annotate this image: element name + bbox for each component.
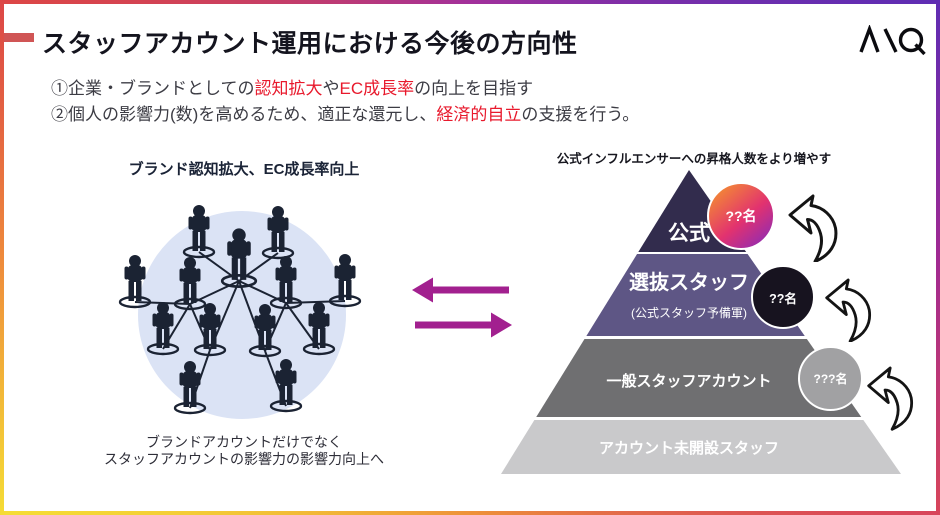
network-caption-line-1: ブランドアカウントだけでなく xyxy=(146,434,342,450)
promotion-arrow-icon-1 xyxy=(788,194,838,262)
intro-line-1: ①企業・ブランドとしての認知拡大やEC成長率の向上を目指す xyxy=(51,76,691,102)
network-caption: ブランドアカウントだけでなく スタッフアカウントの影響力の影響力向上へ xyxy=(59,434,429,468)
staff-network-diagram xyxy=(118,203,362,419)
intro-1-highlight-1: 認知拡大 xyxy=(254,79,323,98)
network-caption-line-2: スタッフアカウントの影響力の影響力向上へ xyxy=(104,451,384,467)
page-title: スタッフアカウント運用における今後の方向性 xyxy=(42,30,578,58)
aiq-logo-icon xyxy=(859,25,926,56)
badge-general-staff-count: ???名 xyxy=(798,346,863,411)
pyramid-sublabel-selected-staff: (公式スタッフ予備軍) xyxy=(631,306,747,320)
promotion-arrow-icon-2 xyxy=(825,278,872,342)
badge-selected-staff-count: ??名 xyxy=(751,265,815,329)
promotion-arrow-icon-3 xyxy=(867,366,914,431)
intro-line-2: ②個人の影響力(数)を高めるため、適正な還元し、経済的自立の支援を行う。 xyxy=(51,102,691,128)
network-title: ブランド認知拡大、EC成長率向上 xyxy=(128,161,360,178)
pyramid-label-selected-staff: 選抜スタッフ xyxy=(629,272,749,294)
intro-2-text: ②個人の影響力(数)を高めるため、適正な還元し、 xyxy=(51,105,437,124)
slide-canvas: スタッフアカウント運用における今後の方向性 ①企業・ブランドとしての認知拡大やE… xyxy=(4,4,936,511)
pyramid-label-no-account-staff: アカウント未開設スタッフ xyxy=(598,440,779,457)
intro-1-highlight-2: EC成長率 xyxy=(339,79,415,98)
pyramid-title: 公式インフルエンサーへの昇格人数をより増やす xyxy=(556,152,832,166)
intro-1-text-2: や xyxy=(322,79,340,98)
intro-1-text-3: の向上を目指す xyxy=(414,79,534,98)
title-accent-dash xyxy=(4,33,34,42)
badge-official-count: ??名 xyxy=(707,182,775,250)
intro-2-highlight: 経済的自立 xyxy=(436,105,522,124)
pyramid-level-no-account-staff xyxy=(501,420,901,474)
pyramid-label-official: 公式 xyxy=(668,222,710,245)
intro-text: ①企業・ブランドとしての認知拡大やEC成長率の向上を目指す ②個人の影響力(数)… xyxy=(51,76,691,128)
bidirectional-exchange-arrows-icon xyxy=(412,277,512,338)
pyramid-label-general-staff: 一般スタッフアカウント xyxy=(606,373,772,390)
intro-2-text-2: の支援を行う。 xyxy=(521,105,640,124)
intro-1-text: ①企業・ブランドとしての xyxy=(51,79,255,98)
